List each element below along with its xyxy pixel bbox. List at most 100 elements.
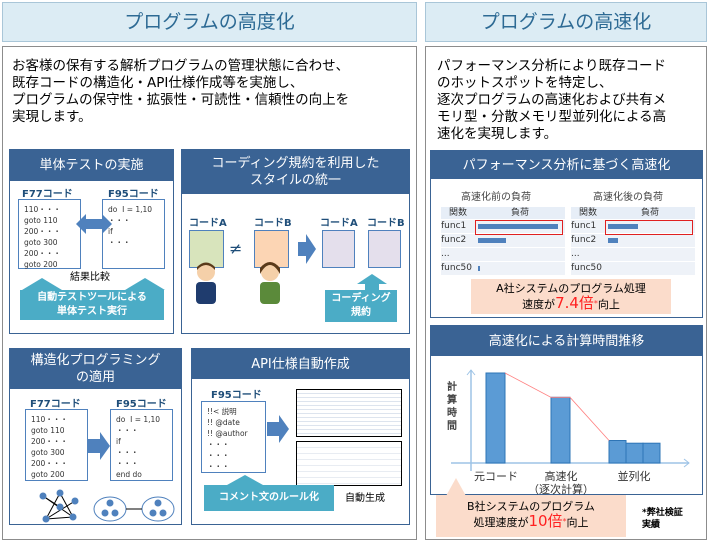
f95-code: do I = 1,10 ・・・ if ・・・ ・・・ end do (110, 409, 173, 481)
load-bar (478, 238, 506, 243)
person-icon (196, 262, 216, 304)
footnote: *弊社検証実績 (642, 507, 683, 531)
title-line: の適用 (75, 370, 115, 385)
x-tick-label: （逐次計算） (528, 482, 594, 496)
not-equal-icon: ≠ (229, 239, 243, 258)
code-a-label: コードA (320, 218, 358, 229)
load-bar (478, 224, 558, 229)
f95-label: F95コード (211, 390, 262, 401)
func-name: ... (571, 249, 580, 259)
tool-line: 自動テストツールによる (37, 292, 147, 303)
compare-label: 結果比較 (68, 271, 112, 284)
func-name: func50 (441, 263, 472, 273)
bar (550, 396, 571, 464)
generated-doc-screenshot (296, 441, 402, 486)
col-func: 関数 (448, 208, 467, 218)
func-name: ... (441, 249, 450, 259)
speedup-callout-a: A社システムのプログラム処理 速度が7.4倍*向上 (471, 279, 671, 314)
rule-line: 規約 (351, 307, 371, 318)
person-icon (260, 262, 280, 304)
table-row: func2 (571, 234, 695, 247)
code-b-label: コードB (367, 218, 405, 229)
callout-pointer (446, 478, 466, 496)
right-arrow-icon (298, 234, 316, 264)
intro-line: モリ型・分散メモリ型並列化による高 (437, 109, 667, 125)
func-name: func1 (571, 221, 597, 231)
x-axis-arrow (683, 458, 690, 468)
speedup-value: 10倍 (528, 512, 563, 530)
col-load: 負荷 (510, 208, 529, 218)
table-row: func50 (441, 262, 565, 275)
f77-code: 110・・・ goto 110 200・・・ goto 300 200・・・ g… (18, 199, 81, 269)
coding-rule-label: コーディング規約 (325, 290, 397, 322)
comment-rule-label: コメント文のルール化 (204, 485, 334, 511)
performance-analysis-title: パフォーマンス分析に基づく高速化 (431, 151, 702, 179)
before-load-title: 高速化前の負荷 (461, 192, 531, 203)
intro-line: 逐次プログラムの高速化および共有メ (437, 92, 667, 108)
coding-standard-title: コーディング規約を利用したスタイルの統一 (182, 150, 409, 194)
table-row: func1 (441, 220, 565, 233)
load-bar (608, 224, 639, 229)
intro-line: プログラムの保守性・拡張性・可読性・信頼性の向上を (12, 92, 350, 108)
up-arrow-icon (357, 274, 387, 290)
table-row: func1 (571, 220, 695, 233)
y-axis-label: 計算時間 (447, 382, 457, 432)
highlight-box (605, 220, 693, 235)
double-arrow-icon (76, 214, 112, 234)
func-name: func1 (441, 221, 467, 231)
load-bar (478, 266, 481, 271)
footnote-mark: * (593, 299, 598, 308)
auto-generate-label: 自動生成 (342, 492, 388, 505)
bar (625, 442, 644, 464)
footnote-mark: * (562, 517, 567, 526)
bar (608, 440, 627, 464)
right-section-title: プログラムの高速化 (425, 2, 707, 42)
f77-label: F77コード (22, 189, 73, 200)
code-a-unified-doc (322, 230, 355, 268)
f95-label: F95コード (116, 399, 167, 410)
computation-time-chart: 元コード高速化（逐次計算）並列化 (451, 369, 690, 496)
x-tick-label: 元コード (474, 470, 518, 483)
right-intro: パフォーマンス分析により既存コード のホットスポットを特定し、 逐次プログラムの… (437, 58, 705, 143)
code-b-unified-doc (368, 230, 401, 268)
structured-programming-title: 構造化プログラミングの適用 (10, 349, 181, 389)
highlight-box (475, 220, 563, 235)
table-row: ... (441, 248, 565, 261)
f95-code: do I = 1,10 ・・・ if ・・・ (102, 199, 165, 269)
col-func: 関数 (578, 208, 597, 218)
tangled-graph-icon (39, 489, 79, 523)
speedup-value: 7.4倍 (555, 294, 594, 312)
tool-line: 単体テスト実行 (57, 306, 127, 317)
bar (642, 442, 661, 464)
computation-time-box: 高速化による計算時間推移 元コード高速化（逐次計算）並列化 計算時間 (430, 325, 703, 496)
title-line: 構造化プログラミング (30, 353, 161, 368)
callout-text: 向上 (566, 516, 589, 529)
auto-test-tool-label: 自動テストツールによる単体テスト実行 (20, 290, 164, 320)
footnote-line: *弊社検証 (642, 508, 683, 518)
callout-text: 処理速度が (473, 516, 529, 529)
intro-line: 実現します。 (12, 109, 92, 125)
left-intro: お客様の保有する解析プログラムの管理状態に合わせ、 既存コードの構造化・API仕… (12, 58, 412, 126)
up-arrow-icon (227, 475, 263, 485)
y-axis-arrow (466, 369, 476, 376)
intro-line: 速化を実現します。 (437, 126, 558, 142)
func-name: func50 (571, 263, 602, 273)
generated-doc-screenshot (296, 389, 402, 437)
f95-label: F95コード (108, 189, 159, 200)
func-name: func2 (571, 235, 597, 245)
f77-label: F77コード (30, 399, 81, 410)
x-tick-label: 並列化 (618, 469, 651, 483)
title-line: スタイルの統一 (249, 173, 341, 188)
structured-programming-box: 構造化プログラミングの適用 F77コード F95コード 110・・・ goto … (9, 348, 182, 525)
computation-time-title: 高速化による計算時間推移 (431, 326, 702, 356)
callout-text: 速度が (522, 298, 556, 311)
left-section-title: プログラムの高度化 (2, 2, 417, 42)
rule-line: コーディング (331, 293, 391, 304)
code-a-doc (189, 230, 224, 268)
intro-line: のホットスポットを特定し、 (437, 75, 613, 91)
code-a-label: コードA (189, 218, 227, 229)
callout-line: B社システムのプログラム (467, 500, 595, 513)
